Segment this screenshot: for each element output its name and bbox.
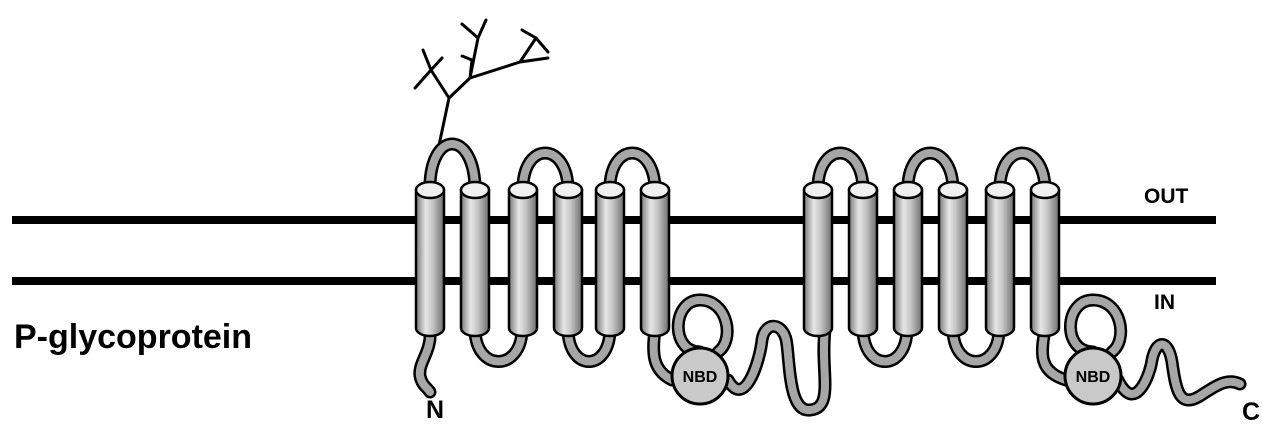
helix-8 (849, 182, 877, 336)
helix-3 (509, 182, 537, 336)
helix-1 (416, 182, 444, 336)
n-terminus-label: N (426, 396, 444, 424)
helix-5 (596, 182, 624, 336)
helix-2 (461, 182, 489, 336)
outside-label: OUT (1144, 185, 1189, 208)
glycosylation-tree (415, 20, 548, 150)
helix-12 (1031, 182, 1059, 336)
nbd-1: NBD (672, 348, 728, 404)
helix-4 (554, 182, 582, 336)
page-title: P-glycoprotein (14, 318, 252, 356)
nbd-2-label: NBD (1076, 369, 1111, 386)
nbd-1-label: NBD (683, 369, 718, 386)
helices-domain-2 (804, 182, 1059, 336)
c-terminus-label: C (1242, 398, 1260, 426)
helix-7 (804, 182, 832, 336)
helix-10 (939, 182, 967, 336)
helices-domain-1 (416, 182, 669, 336)
inside-label: IN (1154, 291, 1175, 314)
helix-11 (986, 182, 1014, 336)
helix-6 (641, 182, 669, 336)
nbd-2: NBD (1065, 348, 1121, 404)
helix-9 (894, 182, 922, 336)
